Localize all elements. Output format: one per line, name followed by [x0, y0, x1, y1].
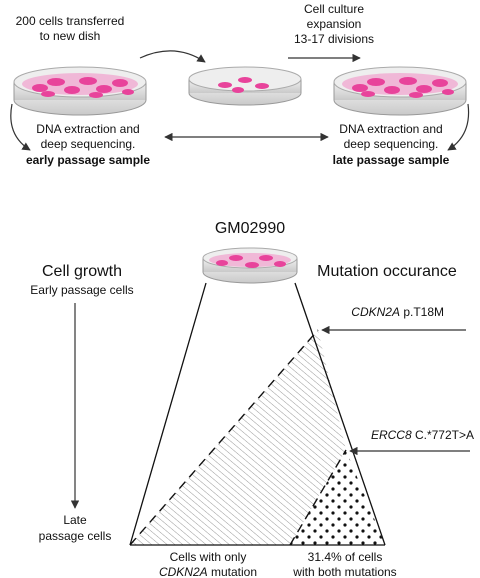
cells-icon	[32, 77, 134, 98]
both-mutations-region	[290, 450, 385, 545]
cdkn2a-mutation-label: CDKN2A p.T18M	[351, 305, 444, 319]
transfer-label-1: 200 cells transferred	[16, 14, 125, 28]
culture-label-2: expansion	[307, 17, 362, 31]
early-dish	[13, 66, 147, 116]
growth-cone-left	[129, 282, 207, 546]
late-extract-1: DNA extraction and	[339, 122, 442, 136]
late-extract-2: deep sequencing.	[344, 137, 439, 151]
culture-label-1: Cell culture	[304, 2, 364, 16]
transfer-label-2: to new dish	[40, 29, 101, 43]
early-passage-label: Early passage cells	[30, 283, 133, 297]
late-passage-label-1: Late	[63, 513, 87, 527]
transfer-dish	[188, 66, 302, 106]
cdkn2a-boundary	[129, 329, 319, 546]
both-mutations-label-1: 31.4% of cells	[308, 550, 383, 564]
early-extract-arrow	[10, 103, 31, 151]
late-dish	[333, 66, 467, 116]
cdkn2a-only-region	[130, 330, 346, 545]
culture-label-3: 13-17 divisions	[294, 32, 374, 46]
gm02990-dish	[202, 247, 298, 284]
ercc8-mutation-label: ERCC8 C.*772T>A	[371, 428, 474, 442]
early-sample-label: early passage sample	[26, 153, 150, 167]
early-extract-2: deep sequencing.	[41, 137, 136, 151]
both-mutations-label-2: with both mutations	[292, 565, 396, 578]
only-cdkn2a-label-1: Cells with only	[170, 550, 247, 564]
growth-cone-right	[294, 282, 386, 546]
transfer-arrow	[139, 50, 206, 63]
late-passage-label-2: passage cells	[39, 529, 112, 543]
late-sample-label: late passage sample	[333, 153, 450, 167]
ercc8-boundary	[289, 449, 347, 546]
cell-line-title: GM02990	[215, 220, 285, 237]
cell-growth-title: Cell growth	[42, 263, 122, 280]
early-extract-1: DNA extraction and	[36, 122, 139, 136]
mutation-title: Mutation occurance	[317, 263, 457, 280]
only-cdkn2a-label-2: CDKN2A mutation	[159, 565, 257, 578]
late-extract-arrow	[447, 103, 470, 151]
